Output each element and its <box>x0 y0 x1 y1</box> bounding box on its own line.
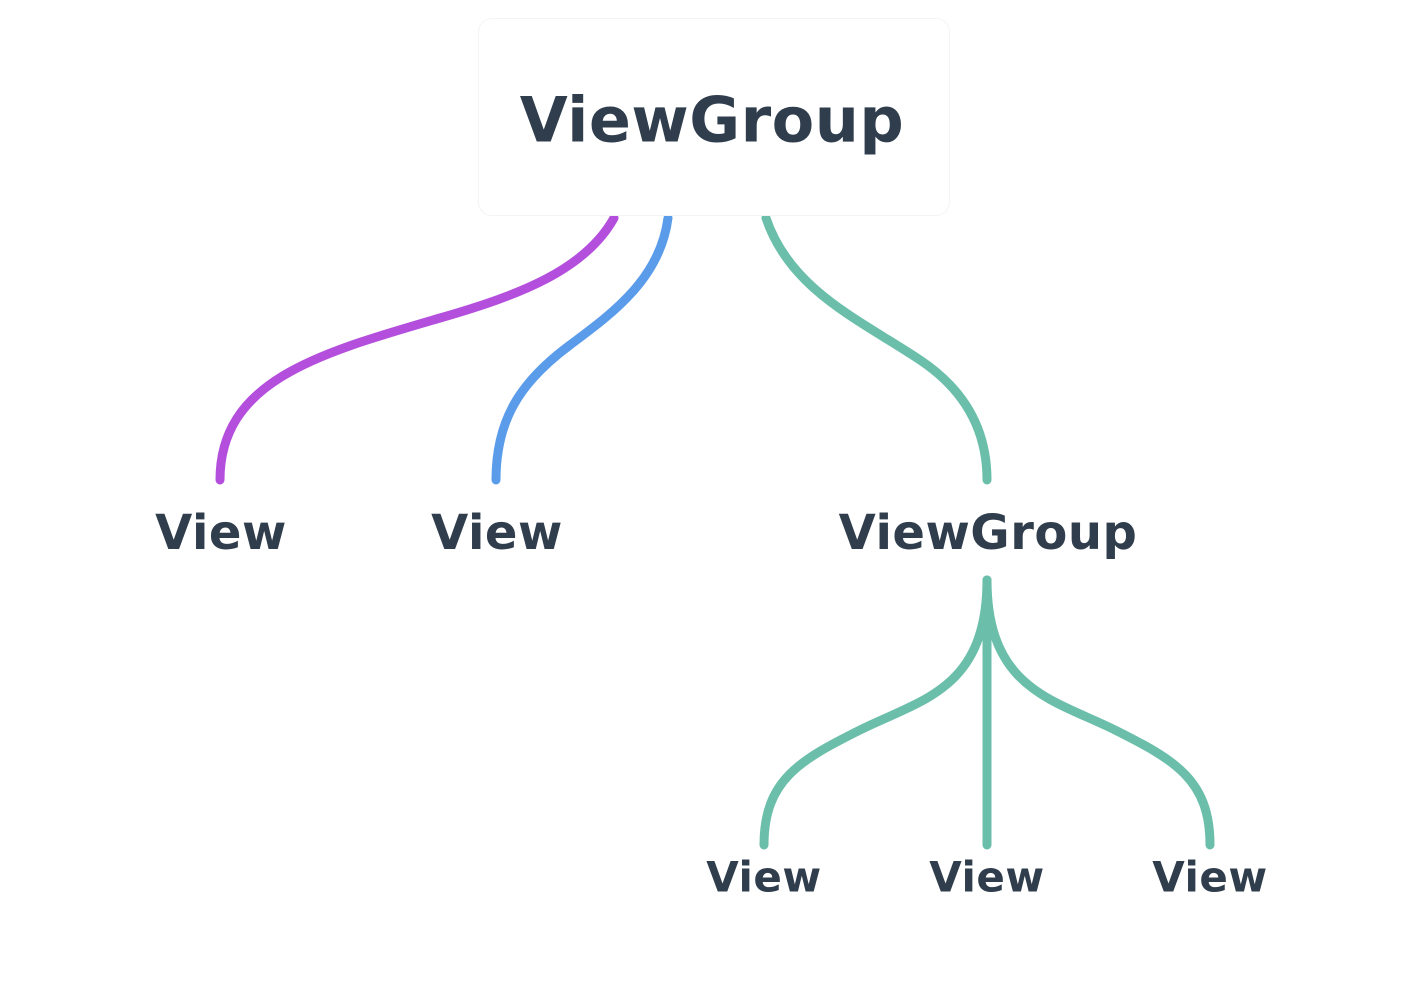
view-node-label: View <box>431 505 563 561</box>
child-viewgroup-label: ViewGroup <box>838 505 1138 561</box>
edge-viewgroup-to-view-1 <box>759 575 992 850</box>
edge-viewgroup-to-view-3 <box>982 575 1215 850</box>
edge-root-to-view-2 <box>491 213 673 485</box>
root-node-box <box>478 18 950 216</box>
edge-root-to-viewgroup <box>761 213 992 485</box>
leaf-view-node-label: View <box>706 852 822 902</box>
leaf-view-node-label: View <box>929 852 1045 902</box>
view-node-label: View <box>155 505 287 561</box>
root-viewgroup-label: ViewGroup <box>519 83 905 157</box>
edge-root-to-view-1 <box>215 213 619 485</box>
leaf-view-node-label: View <box>1152 852 1268 902</box>
